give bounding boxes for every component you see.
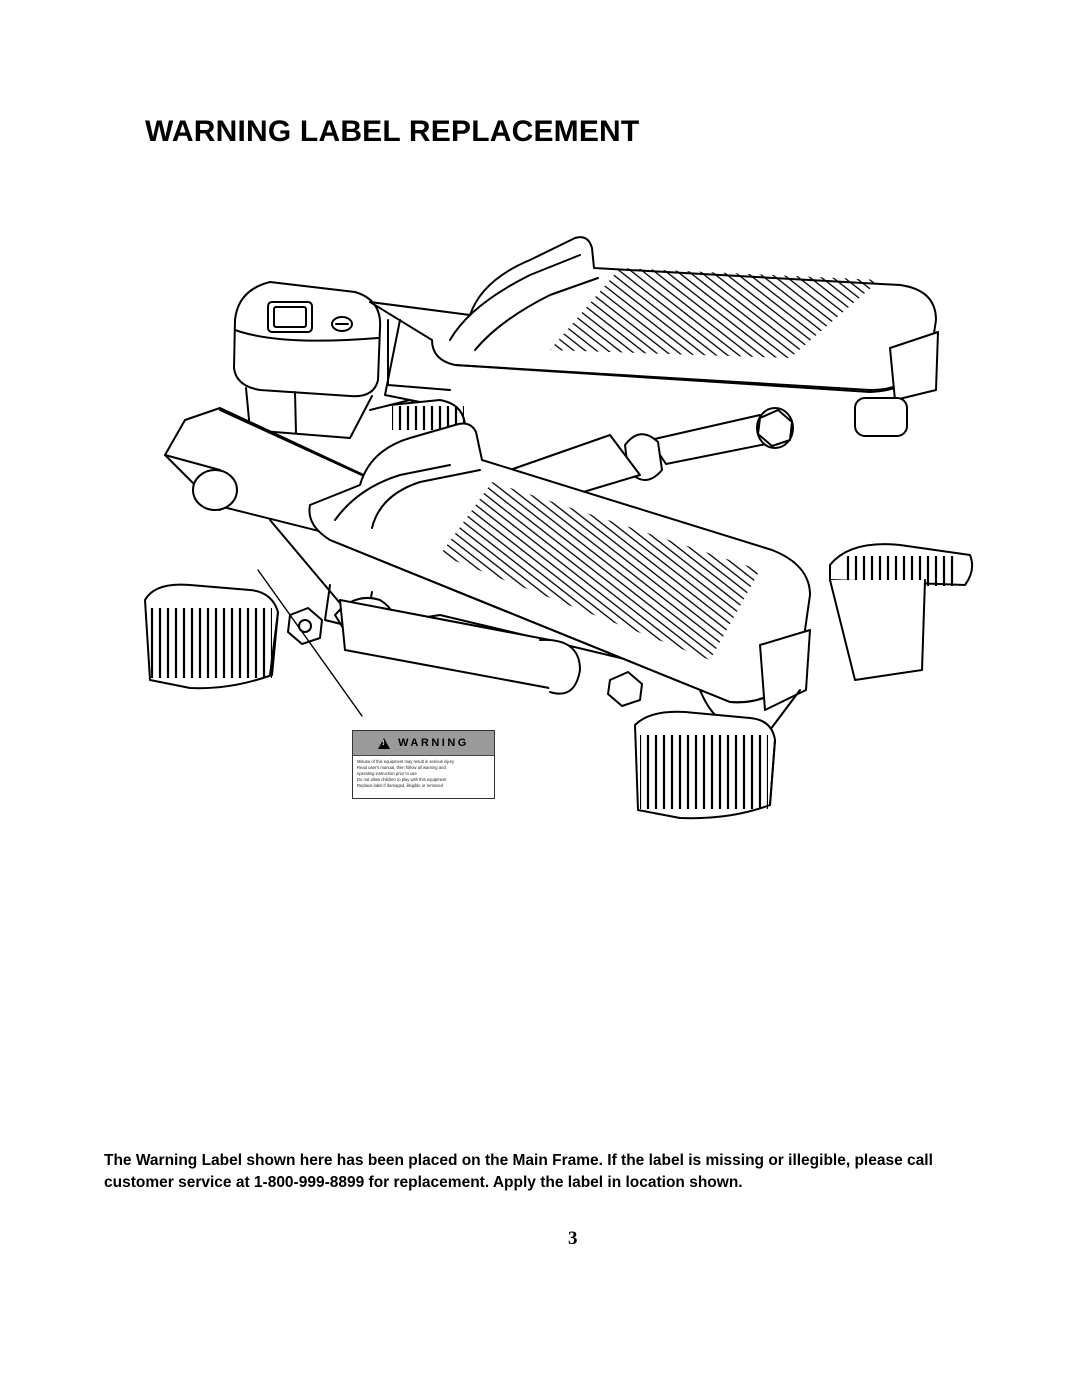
stepper-illustration [110,220,990,850]
page-title: WARNING LABEL REPLACEMENT [145,115,640,148]
front-feet [144,583,776,820]
warning-line: Do not allow children to play with this … [357,777,447,782]
left-pedal [308,422,811,733]
warning-line: Read user's manual, then follow all warn… [357,765,446,770]
label-leader-line [257,569,363,717]
back-feet [389,399,974,681]
warning-label-text: Misuse of this equipment may result in s… [353,756,494,789]
right-pedal [369,236,939,437]
left-damper [287,596,643,707]
warning-line: operating instruction prior to use [357,771,417,776]
warning-label-decal: ! WARNING Misuse of this equipment may r… [352,730,495,799]
warning-triangle-icon: ! [378,737,391,749]
warning-line: Misuse of this equipment may result in s… [357,759,455,764]
warning-line: Replace label if damaged, illegible or r… [357,783,443,788]
page-number: 3 [568,1228,578,1249]
warning-label-header: ! WARNING [353,731,494,756]
warning-label-title: WARNING [398,737,469,749]
display-console [233,281,382,439]
instruction-paragraph: The Warning Label shown here has been pl… [104,1152,933,1191]
